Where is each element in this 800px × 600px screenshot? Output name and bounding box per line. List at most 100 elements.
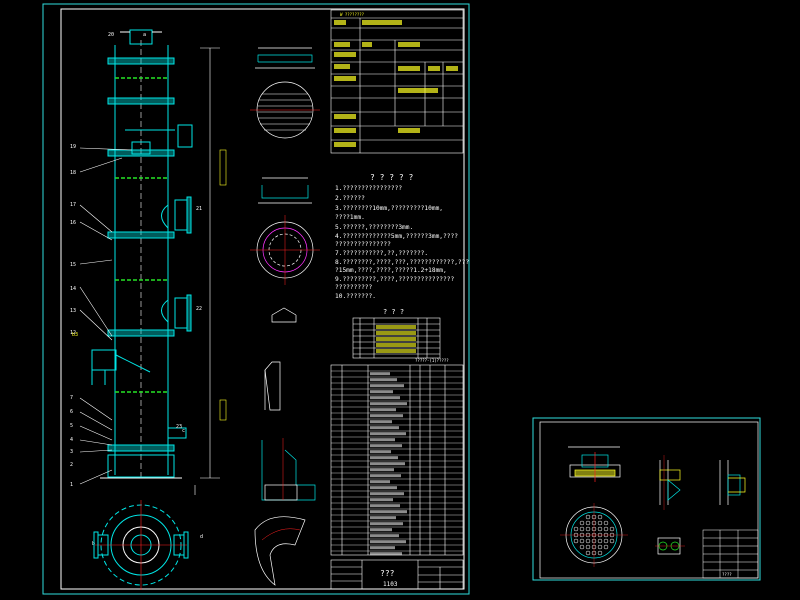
balloon-23: 23 [176,424,182,430]
tube-hole [579,538,585,544]
balloon-22: 22 [196,306,202,312]
tube-hole [579,544,585,550]
tube-hole [603,538,609,544]
tray-lines [115,77,168,393]
tube-hole [579,520,585,526]
tube-hole [573,526,579,532]
parts-list-row-text [370,372,390,376]
tube-hole [585,544,591,550]
balloon-13: 13 [70,308,76,314]
parts-list-row-text [370,480,390,484]
detail-flange-section [568,446,621,482]
note-line-7: ??????????????? [335,241,391,248]
parts-list-row-text [370,534,399,538]
parts-list-row-text [370,498,393,502]
note-line-6: 4.?????????????5mm,??????3mm,???? [335,233,458,240]
main-sheet-inner-border [60,8,465,590]
balloon-19: 19 [70,144,76,150]
note-line-9: 8.????????,????,???,????????????,??? [335,259,469,266]
balloon-5: 5 [70,423,73,429]
balloon-16: 16 [70,220,76,226]
note-line-11: 9.?????????,????,??????????????? [335,276,454,283]
balloon-17: 17 [70,202,76,208]
note-line-10: ?15mm,????,????,?????1.2+18mm, [335,267,447,274]
tube-hole [597,526,603,532]
parts-list-row-text [370,402,407,406]
balloon-4: 4 [70,437,73,443]
tube-hole [585,550,591,556]
note-line-12: ?????????? [335,284,373,291]
detail-sheet-outer-border [532,417,761,581]
tube-hole [579,526,585,532]
parts-list-row-text [370,408,396,412]
parts-list-row-text [370,450,391,454]
parts-list-row-text [370,414,403,418]
parts-list-row-text [370,456,398,460]
balloon-1: 1 [70,482,73,488]
parts-list-row-text [370,552,402,556]
title-block [330,559,464,590]
tube-hole [597,538,603,544]
label-c: c [182,428,185,434]
parts-list-row-text [370,528,392,532]
tube-hole [585,520,591,526]
nozzle-table [352,317,441,359]
tube-hole [597,520,603,526]
label-a: a [143,32,146,38]
parts-list-row-text [370,462,405,466]
main-sheet-outer-border [42,3,470,595]
tube-hole [609,526,615,532]
tube-hole [597,544,603,550]
parts-list-rows [331,370,463,556]
tube-hole [603,520,609,526]
tray-detail-views [250,47,320,586]
parts-list-title: ?????-(1)????? [415,358,449,363]
note-line-3: 3.????????10mm,?????????10mm, [335,205,443,212]
detail-weld-2 [719,460,746,505]
balloon-20: 20 [108,32,114,38]
parts-list-row-text [370,432,406,436]
tube-hole [585,514,591,520]
header-table [330,9,464,154]
balloon-3: 3 [70,449,73,455]
balloon-21: 21 [196,206,202,212]
balloon-14: 14 [70,286,76,292]
parts-list-row-text [370,444,402,448]
balloon-18: 18 [70,170,76,176]
balloon-callouts [79,147,133,485]
detail-small-flange [655,537,685,555]
parts-list-row-text [370,474,401,478]
tube-hole [597,550,603,556]
parts-list-row-text [370,492,404,496]
tube-hole [603,544,609,550]
label-d: d [200,534,203,540]
parts-list-row-text [370,504,400,508]
header-table-fills: W ???????? [334,12,458,147]
header-line-1: W ???????? [340,12,365,17]
tube-hole [573,538,579,544]
tube-hole [585,538,591,544]
parts-list-row-text [370,438,395,442]
parts-list-row-text [370,396,400,400]
detail-weld-1 [659,455,681,510]
parts-list-row-text [370,420,392,424]
dimension-lines [194,47,227,495]
balloon-12: 12 [70,330,76,336]
detail-sheet: ???? [532,417,761,581]
nozzle-table-title: ? ? ? [383,308,404,316]
note-line-1: 1.???????????????? [335,185,402,192]
note-line-2: 2.?????? [335,195,365,202]
detail-title-block [702,529,759,579]
parts-list-row-text [370,378,397,382]
technical-notes: ? ? ? ? ? 1.???????????????? 2.?????? 3.… [335,173,469,300]
parts-list-row-text [370,510,407,514]
tube-hole [585,526,591,532]
balloon-numbers: 20 19 18 17 16 15 14 13 12 7 6 5 4 3 2 1… [70,32,203,547]
balloon-7: 7 [70,395,73,401]
parts-list-row-text [370,468,394,472]
note-line-5: 5.??????,????????3mm. [335,224,413,231]
parts-list-row-text [370,486,397,490]
tube-hole [609,538,615,544]
note-line-8: 7.???????????,??,???????. [335,250,428,257]
